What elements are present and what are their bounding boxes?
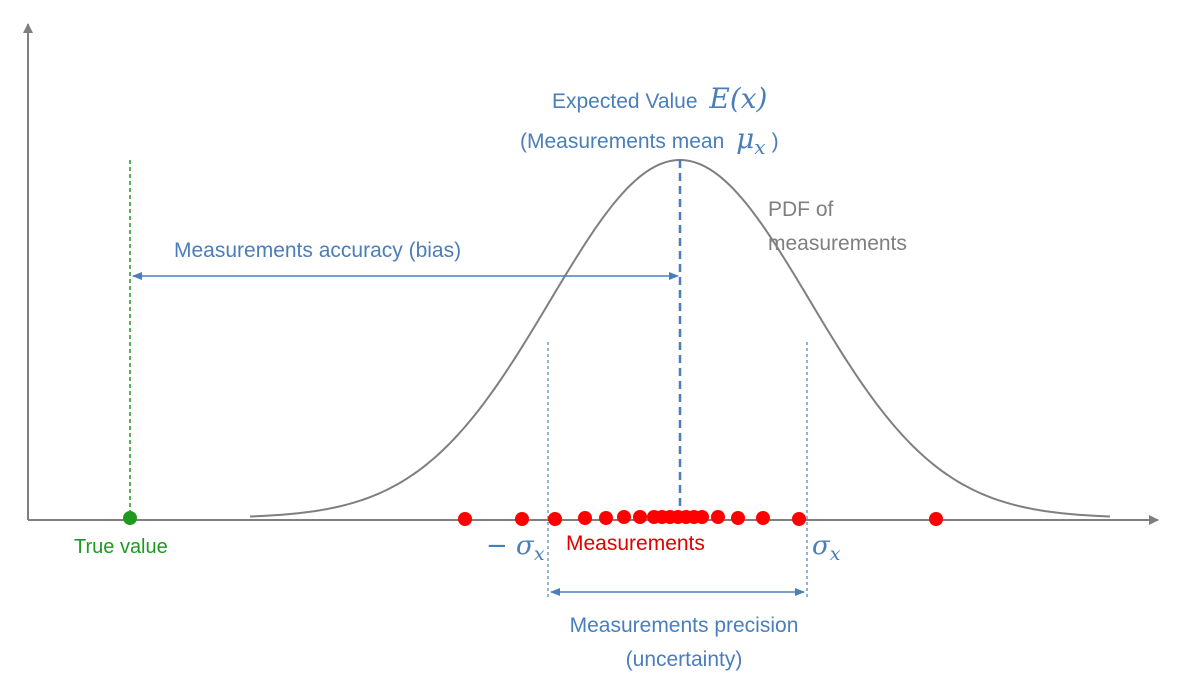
measurement-dot [599, 511, 613, 525]
measurement-dot [515, 512, 529, 526]
measurement-dot [617, 510, 631, 524]
accuracy-label: Measurements accuracy (bias) [174, 239, 461, 262]
measurement-dot [731, 511, 745, 525]
precision-label-line2: (uncertainty) [626, 648, 743, 671]
pdf-label-line1: PDF of [768, 198, 834, 221]
mean-label: (Measurements mean μx) [520, 122, 779, 159]
pdf-label-line2: measurements [768, 232, 907, 255]
measurement-dot [756, 511, 770, 525]
measurement-dot [458, 512, 472, 526]
measurement-dot [792, 512, 806, 526]
measurement-dots [458, 510, 943, 526]
pos-sigma-label: σx [812, 531, 841, 565]
measurement-dot [548, 512, 562, 526]
measurement-dot [929, 512, 943, 526]
true-value-dot [123, 511, 137, 525]
expected-value-label: Expected Value E(x) [552, 82, 767, 115]
measurement-dot [633, 510, 647, 524]
measurement-dot [578, 511, 592, 525]
true-value-label: True value [74, 536, 168, 558]
measurements-label: Measurements [566, 532, 705, 555]
measurement-dot [711, 510, 725, 524]
measurement-dot [695, 510, 709, 524]
precision-label-line1: Measurements precision [570, 614, 799, 637]
neg-sigma-label: − σx [486, 531, 545, 565]
